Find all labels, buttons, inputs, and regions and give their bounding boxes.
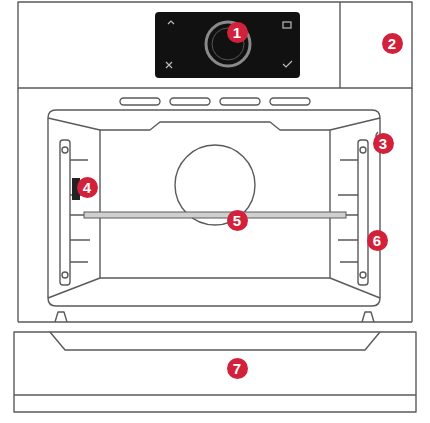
door-glass	[50, 332, 380, 350]
callout-number: 3	[373, 133, 394, 154]
touch-display	[155, 12, 300, 78]
callout-number: 4	[77, 177, 98, 198]
oven-cavity	[48, 110, 380, 306]
wire-shelf	[84, 212, 346, 218]
oven-door	[14, 332, 416, 412]
left-rack	[60, 140, 70, 285]
back-wall	[100, 122, 330, 278]
callout-number: 2	[382, 33, 403, 54]
right-rack	[358, 140, 368, 285]
callout-number: 1	[227, 22, 248, 43]
callout-number: 7	[227, 358, 248, 379]
control-panel	[18, 2, 412, 88]
callout-number: 5	[227, 210, 248, 231]
panel-divider	[339, 2, 340, 88]
callout-number: 6	[367, 230, 388, 251]
